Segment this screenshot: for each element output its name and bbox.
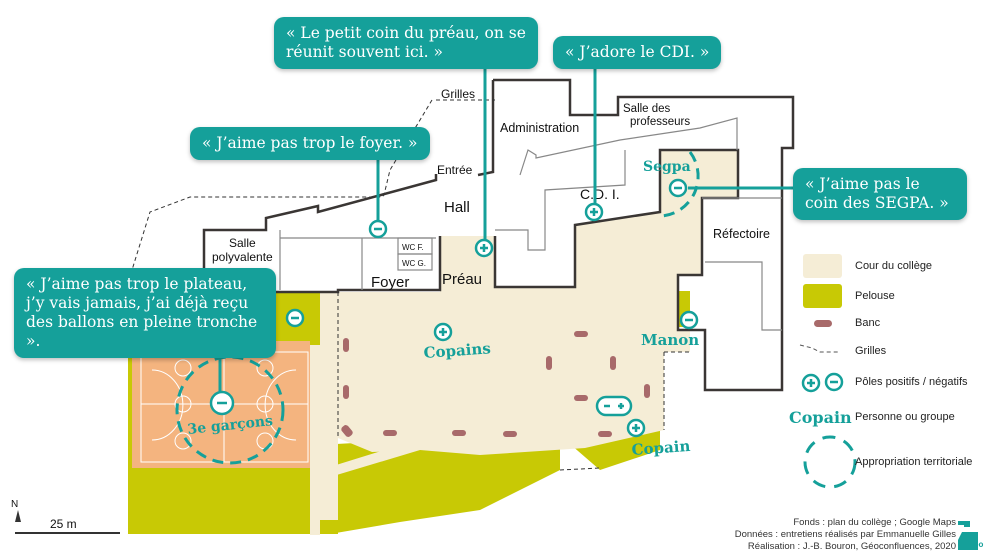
quote-preau: « Le petit coin du préau, on se réunit s… [274,17,538,69]
buildings [202,78,795,392]
label-grilles: Grilles [441,87,475,101]
north-label: N [11,499,18,510]
plus-minus-icon [595,395,633,417]
credits: Fonds : plan du collège ; Google Maps Do… [735,517,956,553]
credits-line1: Fonds : plan du collège ; Google Maps [793,517,956,528]
legend-graphics [799,254,857,489]
label-hall: Hall [444,199,470,216]
plus-icon [433,322,453,342]
quote-cdi: « J’adore le CDI. » [553,36,722,69]
label-salle-profs-2: professeurs [630,116,690,128]
label-salle-poly-2: polyvalente [212,250,273,264]
path [310,345,320,535]
minus-icon [679,310,699,330]
quote-foyer: « J’aime pas trop le foyer. » [190,127,430,160]
legend-cour: Cour du collège [855,260,933,272]
geoconfluences-logo: éo [958,521,983,550]
label-wc-f: WC F. [402,243,424,252]
legend-pelouse: Pelouse [855,290,895,302]
quote-plateau: « J’aime pas trop le plateau, j’y vais j… [14,268,276,358]
minus-icon [209,390,235,416]
label-segpa: Segpa [643,159,691,175]
appropriation-circles [175,151,700,465]
plus-icon [626,418,646,438]
benches [341,331,650,437]
minus-icon [668,178,688,198]
label-preau: Préau [442,271,482,288]
legend-grilles: Grilles [855,345,887,357]
group-copain: Copain [631,437,691,459]
credits-line2: Données : entretiens réalisés par Emmanu… [734,529,956,540]
plus-icon [584,202,604,222]
legend-banc: Banc [855,317,881,329]
label-wc-g: WC G. [402,259,426,268]
label-cdi: C.D. I. [580,186,620,202]
minus-icon [824,372,844,392]
label-foyer: Foyer [371,274,409,291]
interior-walls [279,117,782,331]
cour-area [320,150,738,520]
minus-icon [285,308,305,328]
label-refectoire: Réfectoire [713,227,770,241]
plus-icon [474,238,494,258]
scale-label: 25 m [50,517,77,531]
minus-icon [368,219,388,239]
pole-icons [209,178,699,438]
label-entree: Entrée [437,163,473,177]
plus-icon [801,373,821,393]
path [320,442,420,480]
logo-text: éo [974,540,983,549]
legend-appropriation: Appropriation territoriale [855,456,973,468]
scale-bar [15,510,120,534]
legend-poles: Pôles positifs / négatifs [855,376,968,388]
credits-line3: Réalisation : J.-B. Bouron, Géoconfluenc… [747,541,956,552]
group-copains: Copains [423,339,491,362]
label-administration: Administration [500,121,579,135]
legend-personne: Personne ou groupe [855,411,955,423]
quote-segpa: « J’aime pas le coin des SEGPA. » [793,168,967,220]
label-salle-profs-1: Salle des [623,103,671,115]
legend-copain-sample: Copain [789,408,852,427]
group-manon: Manon [641,331,699,349]
label-salle-poly-1: Salle [229,236,256,250]
